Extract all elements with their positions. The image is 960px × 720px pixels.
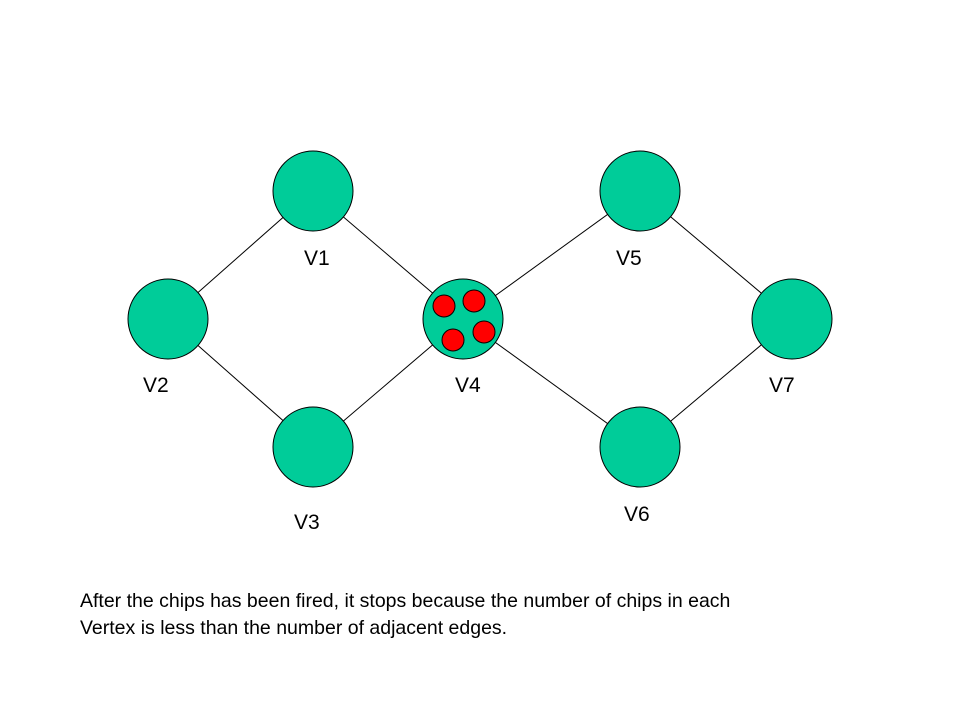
vertex-label-v1: V1 — [304, 247, 330, 270]
vertex-v7 — [751, 278, 833, 360]
vertex-v6 — [599, 406, 681, 488]
vertex-label-v3: V3 — [294, 511, 320, 534]
caption-line-1: After the chips has been fired, it stops… — [80, 590, 731, 612]
vertex-label-v6: V6 — [624, 503, 650, 526]
vertex-v1 — [272, 150, 354, 232]
vertex-label-v5: V5 — [616, 247, 642, 270]
caption-line-2: Vertex is less than the number of adjace… — [80, 617, 508, 639]
vertex-label-v4: V4 — [455, 374, 481, 397]
vertex-label-v7: V7 — [769, 374, 795, 397]
chip-v4-2 — [462, 289, 486, 313]
vertex-v4 — [422, 278, 504, 360]
caption-text: After the chips has been fired, it stops… — [80, 588, 900, 642]
chip-v4-3 — [472, 320, 496, 344]
vertices — [127, 150, 833, 488]
chips — [432, 289, 496, 352]
chip-v4-4 — [441, 328, 465, 352]
chip-v4-1 — [432, 294, 456, 318]
vertex-labels: V1 V2 V3 V4 V5 V6 V7 — [143, 247, 795, 534]
vertex-v5 — [599, 150, 681, 232]
vertex-v3 — [272, 406, 354, 488]
vertex-v2 — [127, 278, 209, 360]
vertex-label-v2: V2 — [143, 374, 169, 397]
